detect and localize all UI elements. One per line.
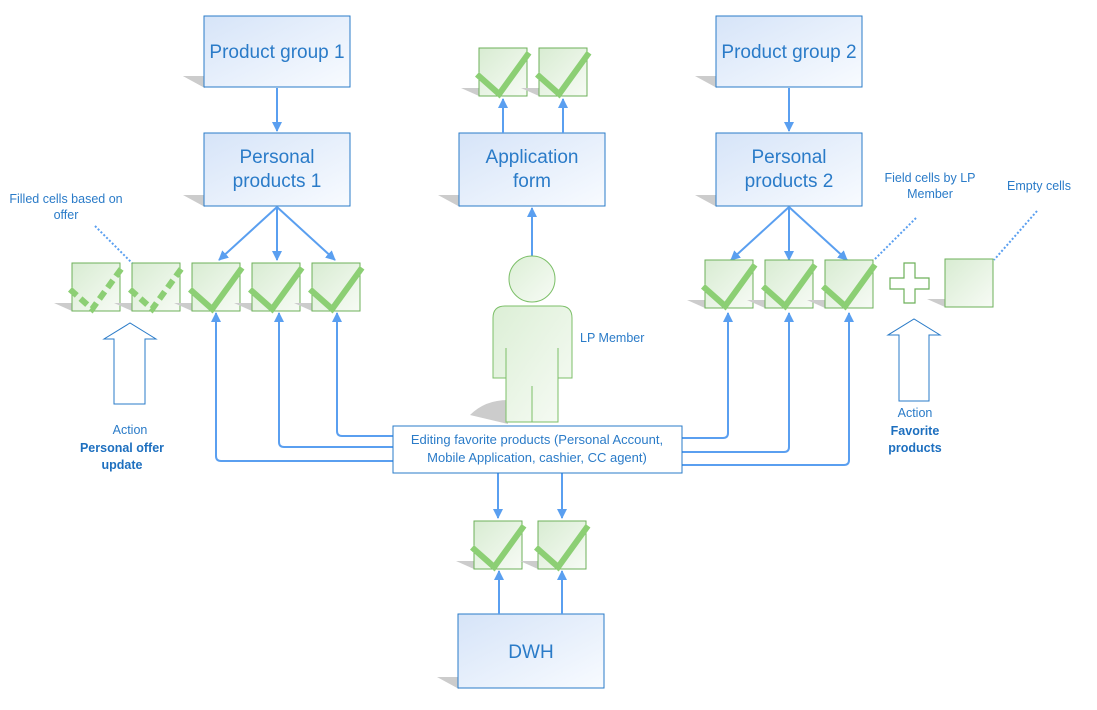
field-cells-pointer [873, 217, 917, 261]
dwh-box[interactable]: DWH [437, 613, 605, 689]
shadow [54, 303, 72, 311]
cell-left-3[interactable] [174, 262, 245, 314]
connector-pp1-cell5 [276, 206, 336, 261]
shadow [470, 400, 508, 424]
editing-favorite-products-box[interactable]: Editing favorite products (Personal Acco… [392, 425, 683, 474]
personal-products-1-label-line2: products 1 [233, 171, 322, 192]
cell-dwh-1[interactable] [456, 520, 527, 572]
action-right-title: Action [898, 406, 933, 420]
cell-right-3[interactable] [807, 259, 878, 311]
shadow [456, 561, 474, 569]
cells-layer [54, 47, 994, 572]
action-right-name-line1: Favorite [891, 424, 940, 438]
shadow [747, 300, 765, 308]
check-icon [248, 266, 305, 314]
connector-pp2-cell3 [788, 206, 848, 261]
personal-products-1-label-line1: Personal [240, 147, 315, 168]
cell-right-1[interactable] [687, 259, 758, 311]
product-group-2-box[interactable]: Product group 2 [695, 15, 863, 88]
cell-left-1[interactable] [54, 262, 125, 314]
connector-edit-right-cell3 [682, 312, 854, 466]
application-form-box[interactable]: Application form [438, 132, 606, 207]
dashed-check-icon [68, 266, 125, 314]
shadow [927, 299, 945, 307]
connector-edit-left-cell5 [332, 312, 393, 437]
connector-pp1-cell3 [218, 206, 278, 261]
shadow [437, 677, 459, 689]
connectors [211, 88, 854, 614]
editing-label-line2: Mobile Application, cashier, CC agent) [427, 450, 647, 465]
application-form-label-line1: Application [486, 147, 579, 168]
dashed-check-icon [128, 266, 185, 314]
shadow [520, 561, 538, 569]
cell-left-5[interactable] [294, 262, 365, 314]
check-icon [535, 51, 592, 99]
cell-left-2[interactable] [114, 262, 185, 314]
plus-icon [889, 262, 930, 304]
application-form-label-line2: form [513, 171, 551, 192]
check-icon [475, 51, 532, 99]
shadow [521, 88, 539, 96]
cell-application-2[interactable] [521, 47, 592, 99]
cell-empty-1[interactable] [927, 258, 994, 308]
lp-member-actor[interactable] [470, 255, 573, 424]
lp-member-label: LP Member [580, 331, 644, 345]
filled-cells-note-line2: offer [54, 208, 79, 222]
shadow [294, 303, 312, 311]
shadow [234, 303, 252, 311]
personal-products-2-label-line2: products 2 [745, 171, 834, 192]
shadow [174, 303, 192, 311]
actor-body [492, 305, 573, 423]
action-arrow-right [886, 318, 942, 402]
personal-products-1-box[interactable]: Personal products 1 [183, 132, 351, 207]
actor-head [508, 255, 556, 303]
personal-products-2-box[interactable]: Personal products 2 [695, 132, 863, 207]
action-arrow-left [102, 322, 158, 405]
connector-edit-left-cell4 [274, 312, 393, 448]
action-left-name-line1: Personal offer [80, 441, 164, 455]
cell-right-2[interactable] [747, 259, 818, 311]
editing-label-line1: Editing favorite products (Personal Acco… [411, 432, 663, 447]
personal-products-2-label-line1: Personal [752, 147, 827, 168]
check-icon [308, 266, 365, 314]
product-group-1-label: Product group 1 [209, 42, 344, 63]
check-icon [761, 263, 818, 311]
filled-cells-note-line1: Filled cells based on [9, 192, 122, 206]
empty-cells-pointer [993, 210, 1038, 261]
cell-application-1[interactable] [461, 47, 532, 99]
connector-edit-left-cell3 [211, 312, 393, 462]
shadow [461, 88, 479, 96]
shadow [438, 195, 460, 207]
product-group-2-label: Product group 2 [721, 42, 856, 63]
cell-dwh-2[interactable] [520, 520, 591, 572]
product-group-1-box[interactable]: Product group 1 [183, 15, 351, 88]
check-icon [534, 524, 591, 572]
action-left-title: Action [113, 423, 148, 437]
shadow [687, 300, 705, 308]
dwh-label: DWH [508, 642, 553, 663]
connector-pp2-cell1 [730, 206, 790, 261]
shadow [807, 300, 825, 308]
connector-edit-right-cell2 [682, 312, 794, 453]
action-left-name-line2: update [102, 458, 143, 472]
filled-cells-pointer [94, 225, 133, 264]
check-icon [821, 263, 878, 311]
cell-left-4[interactable] [234, 262, 305, 314]
shadow [695, 195, 717, 207]
empty-cells-note: Empty cells [1007, 179, 1071, 193]
shadow [183, 195, 205, 207]
field-cells-note-line1: Field cells by LP [884, 171, 975, 185]
connector-edit-right-cell1 [682, 312, 733, 439]
check-icon [470, 524, 527, 572]
shadow [114, 303, 132, 311]
action-right-name-line2: products [888, 441, 942, 455]
check-icon [188, 266, 245, 314]
field-cells-note-line2: Member [907, 187, 953, 201]
check-icon [701, 263, 758, 311]
shadow [695, 76, 717, 88]
shadow [183, 76, 205, 88]
